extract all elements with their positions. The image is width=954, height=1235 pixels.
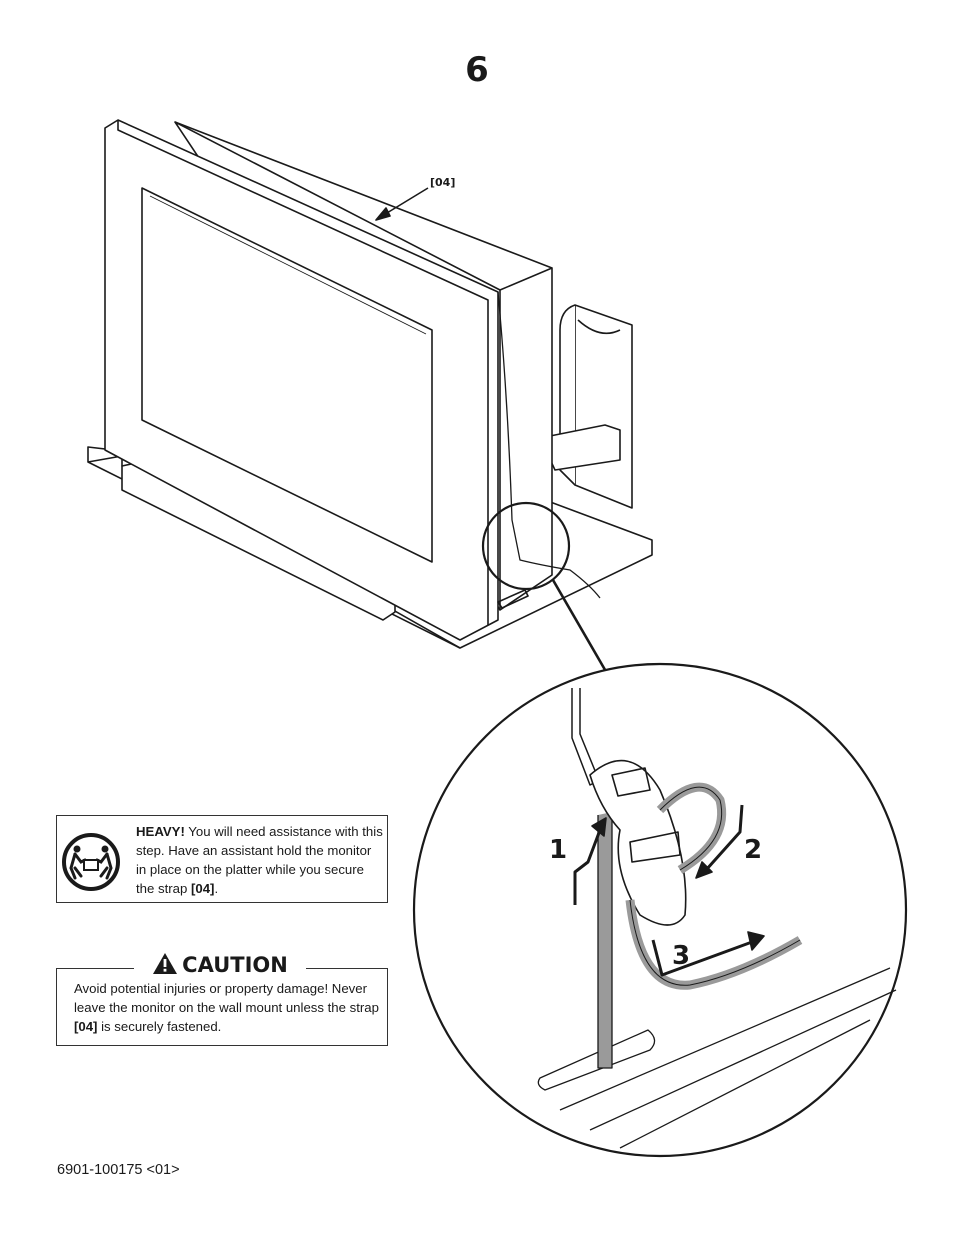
- heavy-notice-text: HEAVY! You will need assistance with thi…: [136, 822, 384, 898]
- wall-mount-bracket: [574, 304, 633, 509]
- detail-step-2-label: 2: [744, 835, 762, 865]
- detail-circle-small: [481, 501, 571, 591]
- caution-body: Avoid potential injuries or property dam…: [74, 981, 379, 1015]
- two-person-lift-icon: [62, 833, 120, 891]
- step-number: 6: [465, 50, 489, 90]
- detail-step-3-label: 3: [672, 941, 690, 971]
- caution-text: Avoid potential injuries or property dam…: [74, 979, 380, 1036]
- heavy-notice-part-ref: [04]: [190, 881, 215, 896]
- caution-end: is securely fastened.: [97, 1019, 222, 1034]
- monitor-screen: [141, 187, 433, 563]
- caution-part-ref: [04]: [74, 1019, 98, 1034]
- warning-triangle-icon: [153, 953, 178, 974]
- detail-step-1-label: 1: [549, 835, 567, 865]
- arrow-step-2: [704, 804, 744, 872]
- platter-slot: [537, 1029, 656, 1091]
- document-code: 6901-100175 <01>: [57, 1162, 180, 1178]
- arrow-step-3: [651, 939, 753, 977]
- heavy-notice-title: HEAVY!: [136, 824, 185, 839]
- arrow-step-1: [573, 829, 602, 905]
- callout-label-04: [04]: [430, 176, 455, 189]
- caution-title-text: CAUTION: [182, 953, 288, 977]
- caution-title: CAUTION: [134, 950, 306, 980]
- strap: [497, 291, 601, 599]
- heavy-notice-end: .: [214, 881, 219, 896]
- heavy-notice-body: You will need assistance with this step.…: [136, 824, 383, 896]
- heavy-notice-box: HEAVY! You will need assistance with thi…: [56, 815, 388, 903]
- strap-buckle: [589, 759, 687, 926]
